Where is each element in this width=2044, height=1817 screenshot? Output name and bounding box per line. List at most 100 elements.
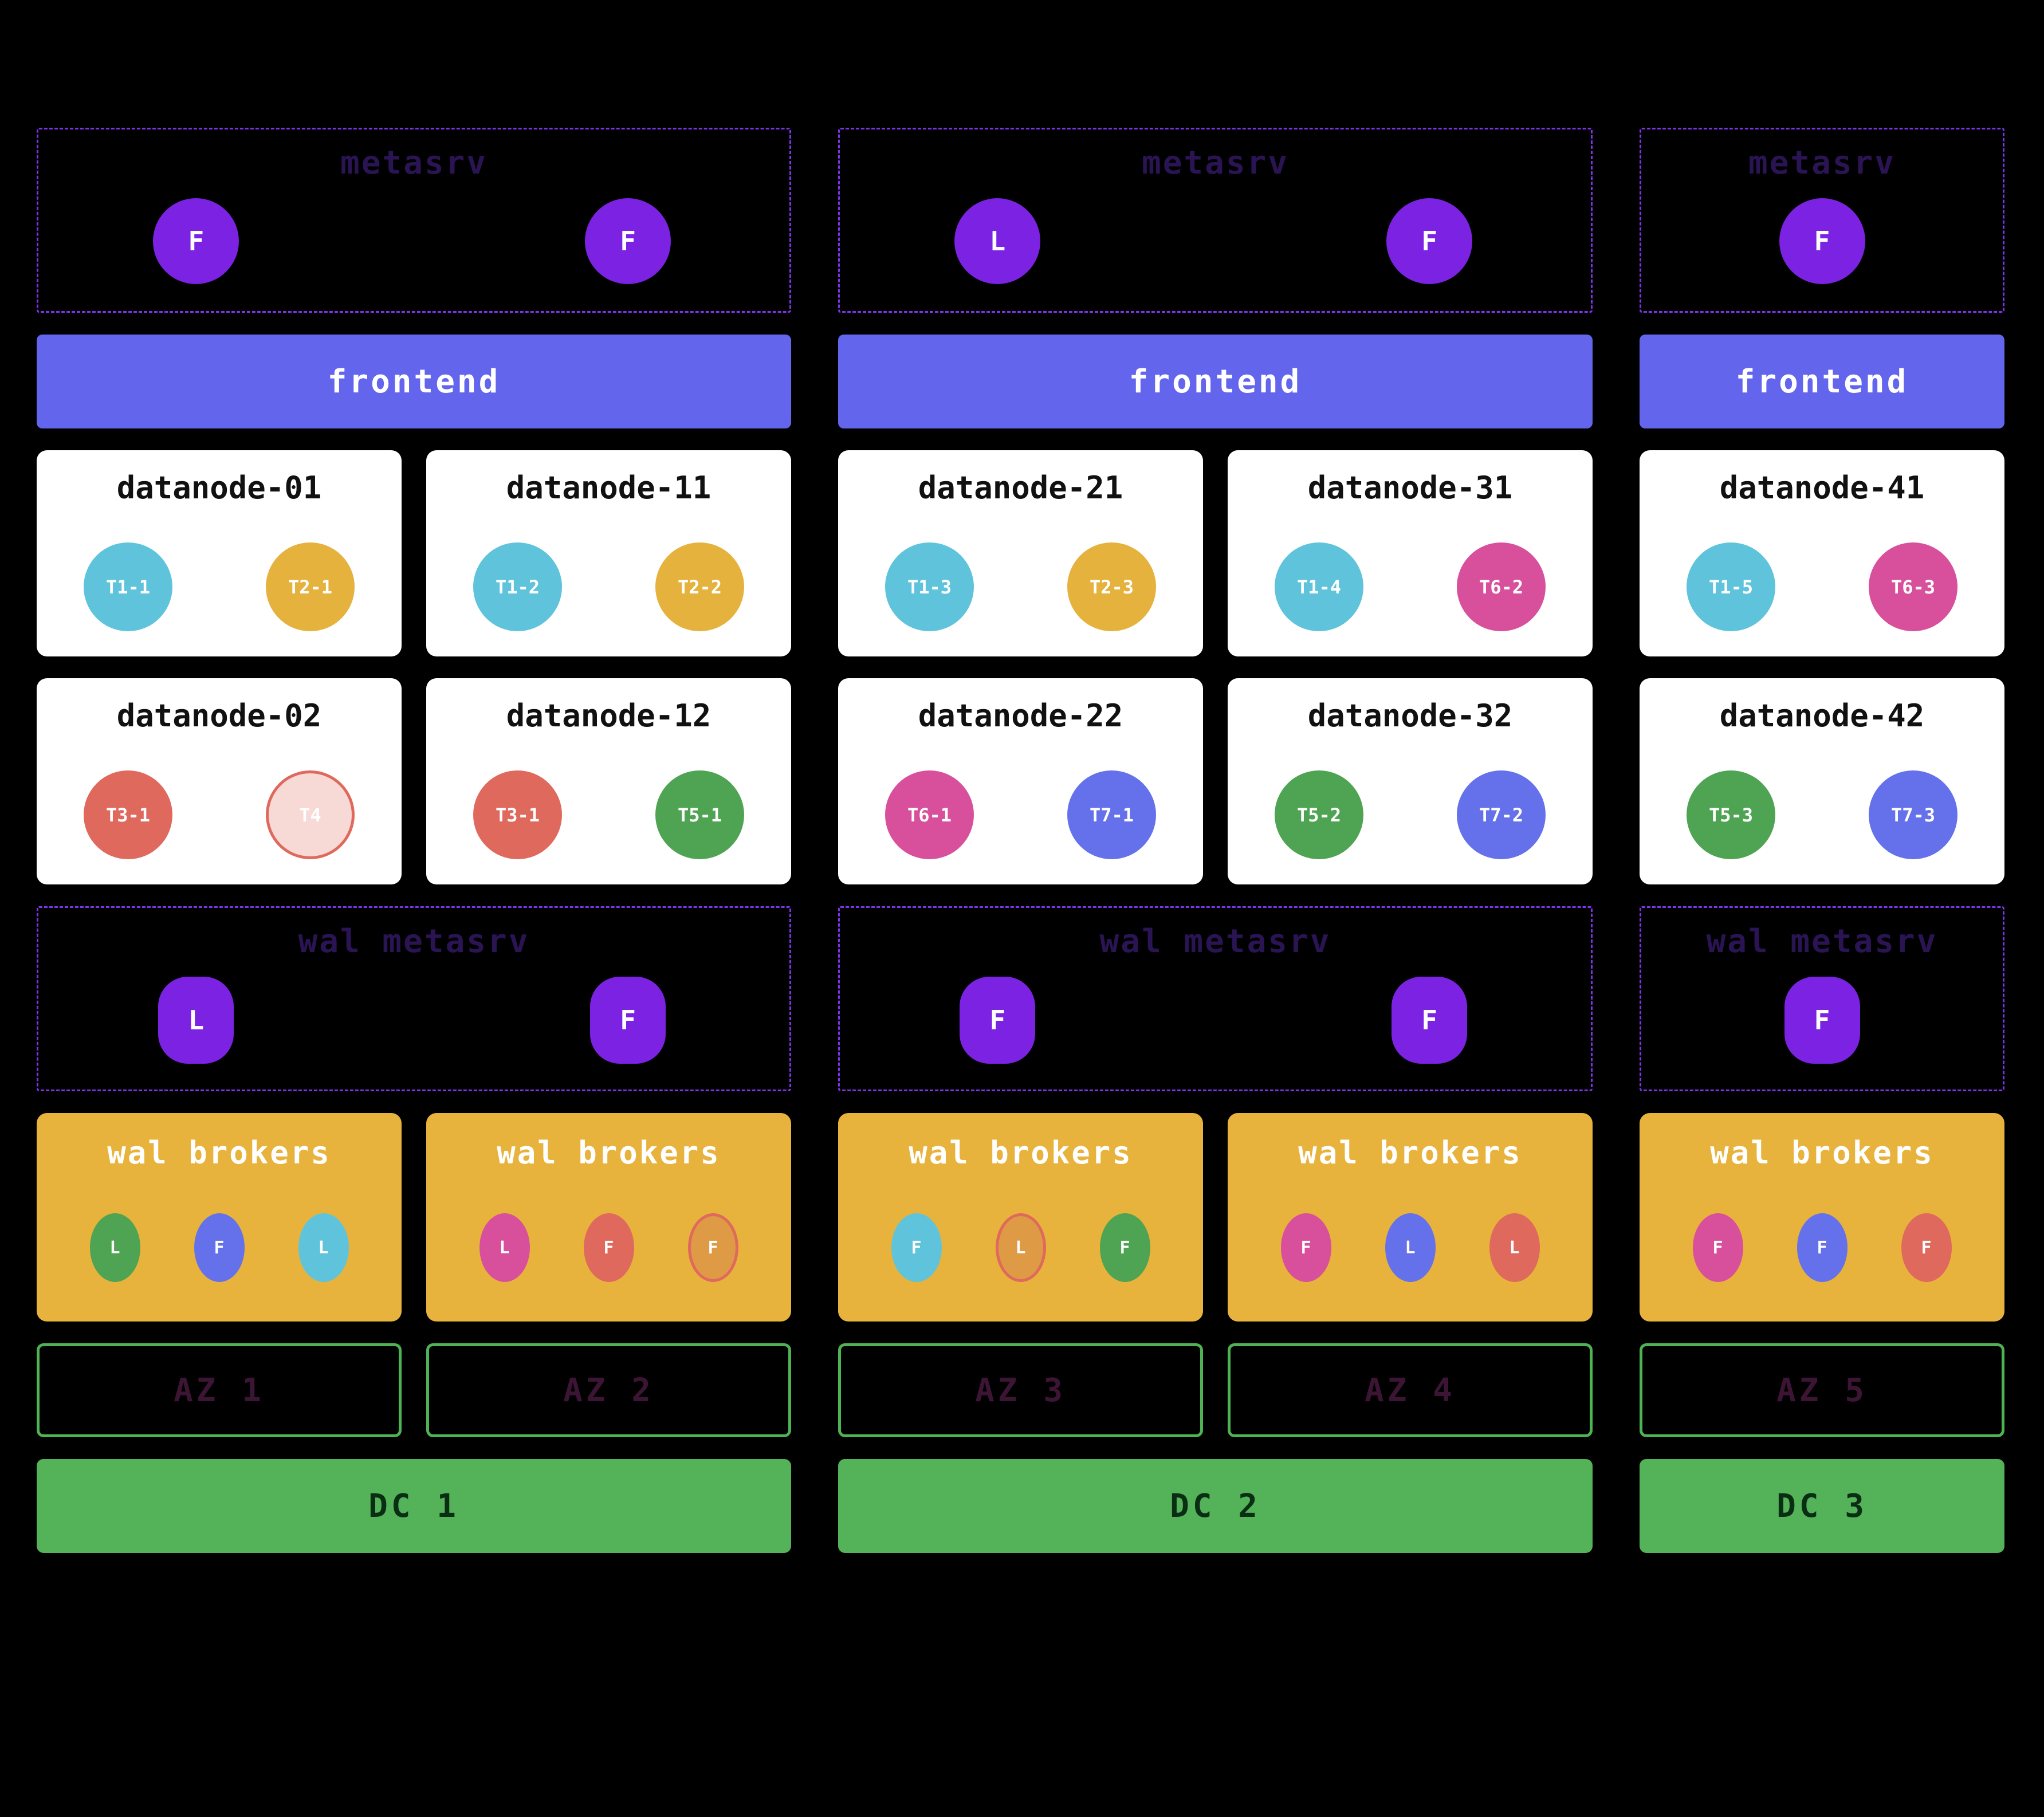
datanode-card: datanode-31 T1-4 T6-2	[1228, 450, 1593, 656]
region-row: T5-3 T7-3	[1687, 770, 1957, 859]
wal-brokers-title: wal brokers	[497, 1135, 721, 1171]
broker-row: F L L	[1280, 1213, 1540, 1282]
dc2-datanode-row-2: datanode-22 T6-1 T7-1 datanode-32 T5-2 T…	[838, 678, 1593, 884]
wal-brokers-box: wal brokers F L F	[838, 1113, 1203, 1322]
dc3-wal-metasrv-title: wal metasrv	[1706, 923, 1938, 960]
dc3-wal-metasrv-box: wal metasrv F	[1640, 906, 2004, 1091]
wal-metasrv-node: F	[590, 977, 666, 1064]
region-circle: T7-3	[1869, 770, 1957, 859]
az-box: AZ 1	[37, 1343, 402, 1437]
region-row: T1-4 T6-2	[1275, 542, 1546, 631]
dc2-frontend-bar: frontend	[838, 335, 1593, 428]
dc2-group: metasrv L F frontend datanode-21 T1-3 T2…	[838, 128, 1593, 1553]
wal-brokers-title: wal brokers	[107, 1135, 331, 1171]
region-circle: T7-2	[1457, 770, 1546, 859]
broker-node: F	[1280, 1213, 1331, 1282]
region-circle-ghost: T4	[266, 770, 355, 859]
region-circle: T3-1	[473, 770, 562, 859]
region-circle: T1-3	[885, 542, 974, 631]
datanode-title: datanode-42	[1719, 698, 1925, 734]
region-circle: T3-1	[84, 770, 172, 859]
az-box: AZ 5	[1640, 1343, 2004, 1437]
wal-brokers-box: wal brokers L F F	[426, 1113, 791, 1322]
wal-brokers-title: wal brokers	[1710, 1135, 1934, 1171]
dc2-wal-metasrv-box: wal metasrv F F	[838, 906, 1593, 1091]
broker-node-outlined: F	[687, 1213, 738, 1282]
region-row: T3-1 T4	[84, 770, 355, 859]
broker-row: L F L	[89, 1213, 349, 1282]
broker-node: F	[194, 1213, 245, 1282]
dc2-wal-brokers-row: wal brokers F L F wal brokers F L L	[838, 1113, 1593, 1322]
dc1-wal-brokers-row: wal brokers L F L wal brokers L F F	[37, 1113, 791, 1322]
broker-node: F	[1797, 1213, 1848, 1282]
wal-metasrv-node: L	[158, 977, 234, 1064]
datanode-card: datanode-22 T6-1 T7-1	[838, 678, 1203, 884]
region-row: T5-2 T7-2	[1275, 770, 1546, 859]
dc1-frontend-bar: frontend	[37, 335, 791, 428]
region-circle: T6-1	[885, 770, 974, 859]
wal-metasrv-node: F	[960, 977, 1036, 1064]
wal-brokers-box: wal brokers L F L	[37, 1113, 402, 1322]
region-row: T6-1 T7-1	[885, 770, 1156, 859]
dc2-wal-metasrv-title: wal metasrv	[1099, 923, 1331, 960]
broker-node: F	[1099, 1213, 1150, 1282]
az-box: AZ 3	[838, 1343, 1203, 1437]
region-circle: T2-1	[266, 542, 355, 631]
datanode-card: datanode-02 T3-1 T4	[37, 678, 402, 884]
datanode-card: datanode-11 T1-2 T2-2	[426, 450, 791, 656]
dc3-bar: DC 3	[1640, 1459, 2004, 1553]
metasrv-node: L	[954, 198, 1041, 284]
datanode-card: datanode-42 T5-3 T7-3	[1640, 678, 2004, 884]
region-circle: T1-1	[84, 542, 172, 631]
dc1-group: metasrv F F frontend datanode-01 T1-1 T2…	[37, 128, 791, 1553]
dc1-metasrv-box: metasrv F F	[37, 128, 791, 313]
dc1-az-row: AZ 1 AZ 2	[37, 1343, 791, 1437]
dc2-metasrv-title: metasrv	[1141, 144, 1289, 182]
metasrv-node: F	[585, 198, 671, 284]
dc1-metasrv-title: metasrv	[340, 144, 488, 182]
region-row: T3-1 T5-1	[473, 770, 744, 859]
dc3-group: metasrv F frontend datanode-41 T1-5 T6-3…	[1640, 128, 2004, 1553]
broker-row: L F F	[479, 1213, 738, 1282]
wal-metasrv-node: F	[1392, 977, 1468, 1064]
region-circle: T5-2	[1275, 770, 1363, 859]
broker-node: L	[1489, 1213, 1540, 1282]
metasrv-node: F	[1779, 198, 1865, 284]
broker-row: F F F	[1692, 1213, 1952, 1282]
region-row: T1-2 T2-2	[473, 542, 744, 631]
wal-brokers-box: wal brokers F L L	[1228, 1113, 1593, 1322]
broker-node: F	[891, 1213, 942, 1282]
region-circle: T5-3	[1687, 770, 1775, 859]
datanode-title: datanode-01	[116, 470, 322, 506]
datanode-card: datanode-12 T3-1 T5-1	[426, 678, 791, 884]
region-circle: T5-1	[655, 770, 744, 859]
broker-node: L	[89, 1213, 140, 1282]
dc3-frontend-bar: frontend	[1640, 335, 2004, 428]
dc1-bar: DC 1	[37, 1459, 791, 1553]
datanode-card: datanode-32 T5-2 T7-2	[1228, 678, 1593, 884]
broker-node: L	[479, 1213, 530, 1282]
region-circle: T7-1	[1067, 770, 1156, 859]
broker-node: F	[1692, 1213, 1743, 1282]
datanode-card: datanode-21 T1-3 T2-3	[838, 450, 1203, 656]
region-circle: T2-2	[655, 542, 744, 631]
az-box: AZ 2	[426, 1343, 791, 1437]
broker-node-outlined: L	[995, 1213, 1046, 1282]
dc2-bar: DC 2	[838, 1459, 1593, 1553]
metasrv-node: F	[153, 198, 239, 284]
region-circle: T6-3	[1869, 542, 1957, 631]
dc1-datanode-row-1: datanode-01 T1-1 T2-1 datanode-11 T1-2 T…	[37, 450, 791, 656]
region-circle: T1-4	[1275, 542, 1363, 631]
dc1-wal-metasrv-box: wal metasrv L F	[37, 906, 791, 1091]
broker-row: F L F	[891, 1213, 1150, 1282]
dc1-wal-metasrv-title: wal metasrv	[298, 923, 530, 960]
dc2-datanode-row-1: datanode-21 T1-3 T2-3 datanode-31 T1-4 T…	[838, 450, 1593, 656]
wal-brokers-title: wal brokers	[1298, 1135, 1522, 1171]
broker-node: L	[1385, 1213, 1436, 1282]
region-circle: T6-2	[1457, 542, 1546, 631]
dc2-metasrv-box: metasrv L F	[838, 128, 1593, 313]
region-circle: T1-5	[1687, 542, 1775, 631]
datanode-title: datanode-11	[506, 470, 712, 506]
metasrv-node: F	[1386, 198, 1473, 284]
